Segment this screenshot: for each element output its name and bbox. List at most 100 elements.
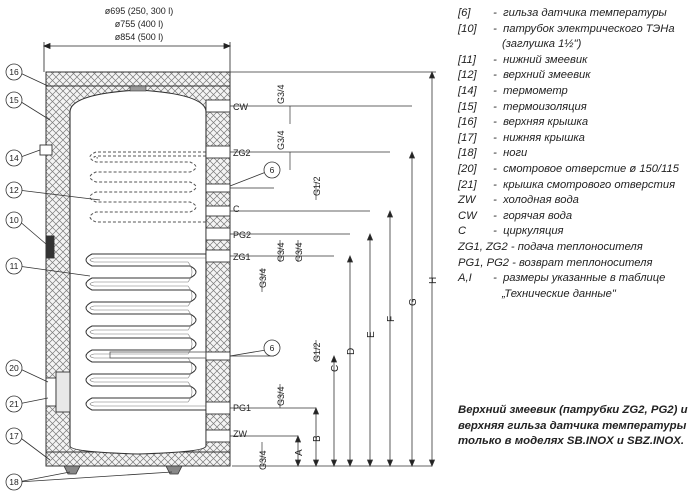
heater-socket [45,235,55,259]
callout-text-12: 12 [9,185,19,195]
pipe-leaders [230,105,432,467]
thread-cw: G3/4 [276,84,286,104]
legend-dash: - [490,225,504,238]
legend-key: [14] [458,84,477,97]
upper-coil [89,151,206,223]
pipe-zw [205,429,231,443]
callout-text-18: 18 [9,477,19,487]
thread-labels: G3/4 G3/4 G1/2 G3/4 G3/4 G3/4 G1/2 G3/4 … [258,84,322,470]
legend-dash: - [509,256,519,269]
callout-text-11: 11 [10,261,19,271]
legend-item: CW - горячая вода [458,209,694,225]
pipe-zg2 [205,145,231,159]
legend-text: термометр [503,84,568,97]
legend-text: смотровое отверстие ø 150/115 [503,162,679,175]
legend-key: [20] [458,162,477,175]
legend-text: нижний змеевик [503,53,588,66]
legend-item: [15] - термоизоляция [458,100,694,116]
dim-e: E [366,331,377,338]
legend-text: подача теплоносителя [517,240,643,253]
legend-text: возврат теплоносителя [518,256,653,269]
callout-17 [5,427,23,445]
legend-key: ZW [458,194,476,207]
legend-dash: - [490,209,504,222]
legend-text: патрубок электрического ТЭНа [503,22,675,35]
legend-item: [16] - верхняя крышка [458,115,694,131]
dim-a: A [294,449,305,456]
label-zg2: ZG2 [233,148,251,158]
legend-key: CW [458,209,477,222]
legend-key: [15] [458,100,477,113]
diameter-dimension-line [42,42,232,72]
callout-text-16: 16 [9,67,19,77]
callout-numbers: 16 15 14 12 10 11 20 21 17 18 6 6 [9,67,274,487]
legend-text: нижняя крышка [503,131,585,144]
thread-pg2: G3/4 [294,242,304,262]
vertical-dimensions [230,70,436,468]
legend-item: [6] - гильза датчика температуры [458,6,694,22]
legend-dash: - [490,7,504,19]
dim-b: B [312,435,323,442]
callout-text-6-top: 6 [270,165,275,175]
legend-item: ZG1, ZG2 - подача теплоносителя [458,240,694,256]
legend-text: циркуляция [503,225,564,238]
legend-text: ноги [503,147,528,160]
inspection-flange [55,371,71,413]
dim-d: D [346,348,357,355]
legend-dash: - [490,194,504,207]
legend-item: [10] - патрубок электрического ТЭНа [458,22,694,38]
legend-key: ZG1, ZG2 [458,240,508,253]
legend-key: [10] [458,22,477,35]
legend-key: [12] [458,69,477,82]
legend-dash: - [490,22,504,35]
callout-20 [5,359,23,377]
label-zw: ZW [233,429,247,439]
sensor-sleeve-bottom [205,351,231,361]
thread-zg2: G3/4 [276,130,286,150]
legend-key: [11] [458,53,476,66]
callout-14 [5,149,23,167]
callout-text-10: 10 [9,215,19,225]
legend-text: верхний змеевик [503,69,591,82]
thread-pg1: G3/4 [276,386,286,406]
legend-dash: - [490,131,504,144]
callout-text-15: 15 [9,95,19,105]
pipe-zg1 [205,249,231,263]
legend-key: A,I [458,272,472,285]
callout-15 [5,91,23,109]
thread-zw: G3/4 [258,450,268,470]
legend-item: [18] - ноги [458,146,694,162]
legend-text: холодная вода [503,194,579,207]
callout-text-14: 14 [9,153,19,163]
callout-12 [5,181,23,199]
pipe-pg1 [205,401,231,415]
label-c: C [233,204,240,214]
legend-key: C [458,225,467,238]
legend-list: [6] - гильза датчика температуры[10] - п… [458,6,694,302]
callouts [5,63,281,491]
callout-16 [5,63,23,81]
legend-item: „Технические данные" [458,287,694,303]
dim-c: C [330,365,341,372]
callout-text-20: 20 [9,363,19,373]
sensor-sleeve-top [205,183,231,193]
label-cw: CW [233,102,248,112]
legend-text: гильза датчика температуры [503,7,667,19]
label-zg1: ZG1 [233,252,251,262]
dim-g: G [408,298,419,306]
diameter-label-3: ø854 (500 l) [115,32,164,42]
callout-18 [5,473,23,491]
pipe-c [205,205,231,217]
legend-dash: - [490,116,504,129]
legend-item: A,I - размеры указанные в таблице [458,271,694,287]
callout-11 [5,257,23,275]
legend-text: горячая вода [503,209,573,222]
legend-dash: - [490,178,504,191]
dim-h: H [428,277,439,284]
legend-item: [17] - нижняя крышка [458,131,694,147]
legend-text: термоизоляция [503,100,587,113]
legend-item: ZW - холодная вода [458,193,694,209]
legend-dash: - [490,53,504,66]
